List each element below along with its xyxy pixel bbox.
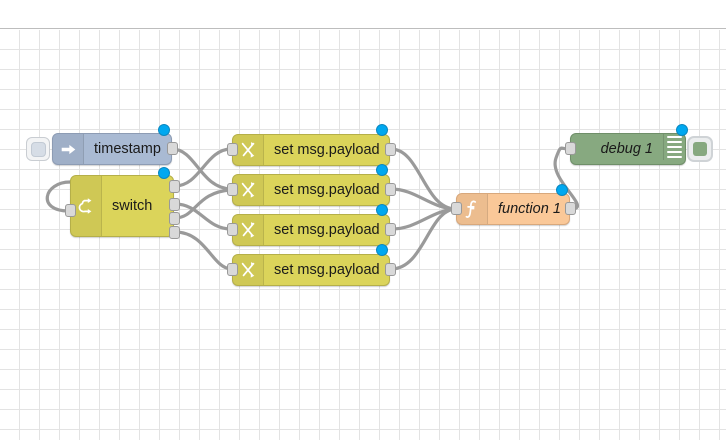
status-dot-debug-1 xyxy=(676,124,688,136)
port-input-debug-1[interactable] xyxy=(565,142,576,155)
status-dot-switch xyxy=(158,167,170,179)
port-input-change-4[interactable] xyxy=(227,263,238,276)
node-switch-label: switch xyxy=(112,198,153,214)
status-dot-change-1 xyxy=(376,124,388,136)
node-debug-1[interactable]: debug 1 xyxy=(570,133,686,165)
swap-arrows-icon xyxy=(233,215,264,245)
port-output-switch-4[interactable] xyxy=(169,226,180,239)
status-dot-inject xyxy=(158,124,170,136)
debug-toggle-indicator xyxy=(693,142,707,156)
node-inject-label: timestamp xyxy=(94,141,161,157)
status-dot-function-1 xyxy=(556,184,568,196)
node-function-1[interactable]: function 1 xyxy=(456,193,570,225)
node-change-3-label: set msg.payload xyxy=(274,222,380,238)
port-output-change-1[interactable] xyxy=(385,143,396,156)
node-change-2[interactable]: set msg.payload xyxy=(232,174,390,206)
port-input-function-1[interactable] xyxy=(451,202,462,215)
port-input-switch[interactable] xyxy=(65,204,76,217)
port-output-change-2[interactable] xyxy=(385,183,396,196)
node-change-4[interactable]: set msg.payload xyxy=(232,254,390,286)
port-input-change-3[interactable] xyxy=(227,223,238,236)
node-debug-1-label: debug 1 xyxy=(600,141,653,157)
arrow-right-icon xyxy=(53,134,84,164)
node-change-4-label: set msg.payload xyxy=(274,262,380,278)
switch-arrows-icon xyxy=(71,176,102,236)
status-dot-change-4 xyxy=(376,244,388,256)
inject-button-inner xyxy=(30,141,46,157)
swap-arrows-icon xyxy=(233,135,264,165)
debug-lines-icon xyxy=(663,134,685,160)
function-f-icon xyxy=(457,194,488,224)
port-output-inject[interactable] xyxy=(167,142,178,155)
node-function-1-label: function 1 xyxy=(498,201,561,217)
inject-trigger-button[interactable] xyxy=(26,137,50,161)
swap-arrows-icon xyxy=(233,175,264,205)
port-output-switch-1[interactable] xyxy=(169,180,180,193)
status-dot-change-2 xyxy=(376,164,388,176)
port-output-change-4[interactable] xyxy=(385,263,396,276)
port-output-change-3[interactable] xyxy=(385,223,396,236)
port-output-function-1[interactable] xyxy=(565,202,576,215)
debug-toggle-button[interactable] xyxy=(687,136,713,162)
node-change-1[interactable]: set msg.payload xyxy=(232,134,390,166)
node-change-1-label: set msg.payload xyxy=(274,142,380,158)
workspace-top-strip xyxy=(0,0,726,29)
port-output-switch-3[interactable] xyxy=(169,212,180,225)
port-output-switch-2[interactable] xyxy=(169,198,180,211)
node-change-2-label: set msg.payload xyxy=(274,182,380,198)
node-change-3[interactable]: set msg.payload xyxy=(232,214,390,246)
status-dot-change-3 xyxy=(376,204,388,216)
node-inject-timestamp[interactable]: timestamp xyxy=(52,133,172,165)
node-switch[interactable]: switch xyxy=(70,175,174,237)
port-input-change-1[interactable] xyxy=(227,143,238,156)
swap-arrows-icon xyxy=(233,255,264,285)
port-input-change-2[interactable] xyxy=(227,183,238,196)
